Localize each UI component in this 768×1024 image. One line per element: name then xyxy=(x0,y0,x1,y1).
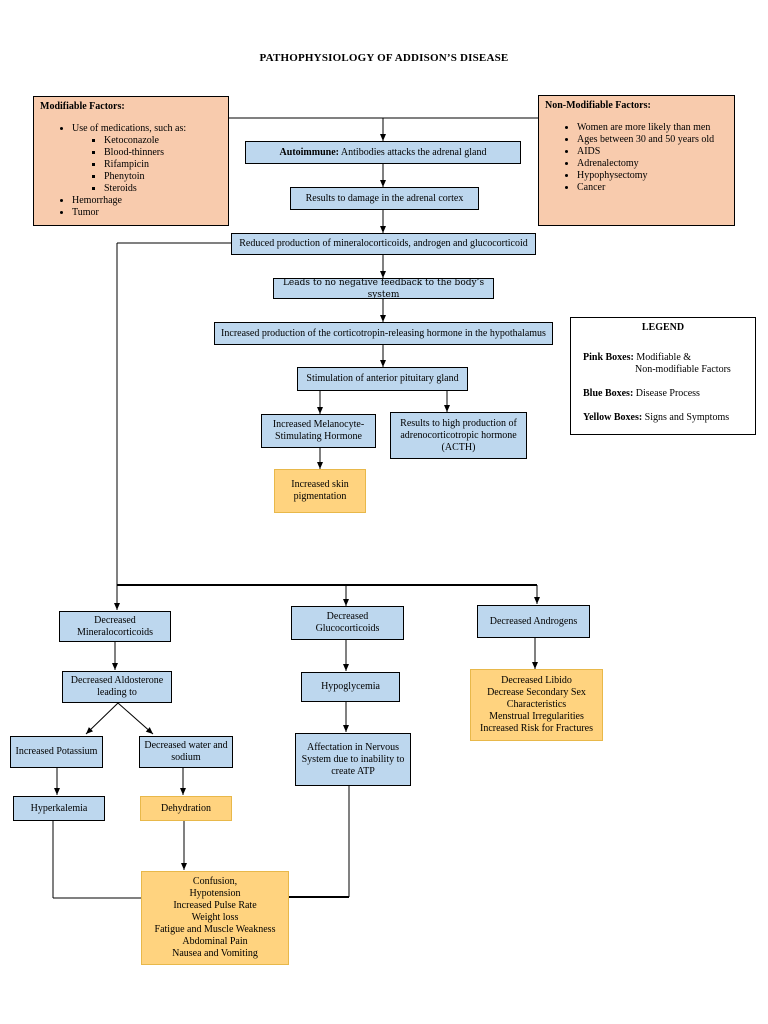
list-item: Rifampicin xyxy=(104,159,222,171)
modifiable-factors-box: Modifiable Factors: Use of medications, … xyxy=(33,96,229,226)
non-modifiable-factors-box: Non-Modifiable Factors: Women are more l… xyxy=(538,95,735,226)
androgen-effects-box: Decreased Libido Decrease Secondary Sex … xyxy=(470,669,603,741)
increased-potassium-box: Increased Potassium xyxy=(10,736,103,768)
msh-box: Increased Melanocyte-Stimulating Hormone xyxy=(261,414,376,448)
acth-box: Results to high production of adrenocort… xyxy=(390,412,527,459)
list-item: AIDS xyxy=(577,146,728,158)
modifiable-factors-list: Use of medications, such as: Ketoconazol… xyxy=(40,123,222,219)
list-item: Blood-thinners xyxy=(104,147,222,159)
decreased-mineralocorticoids-box: Decreased Mineralocorticoids xyxy=(59,611,171,642)
legend-title: LEGEND xyxy=(641,322,685,333)
legend-blue: Blue Boxes: Disease Process xyxy=(583,388,700,399)
list-item: Nausea and Vomiting xyxy=(172,948,258,959)
list-item: Decrease Secondary Sex Characteristics xyxy=(487,687,586,710)
list-item: Hemorrhage xyxy=(72,195,222,207)
list-item: Hypophysectomy xyxy=(577,170,728,182)
decreased-water-sodium-box: Decreased water and sodium xyxy=(139,736,233,768)
list-item: Increased Risk for Fractures xyxy=(479,723,593,734)
autoimmune-box: Autoimmune: Antibodies attacks the adren… xyxy=(245,141,521,164)
decreased-glucocorticoids-box: Decreased Glucocorticoids xyxy=(291,606,404,640)
list-item: Weight loss xyxy=(191,912,239,923)
list-item: Confusion, xyxy=(192,876,238,887)
dehydration-box: Dehydration xyxy=(140,796,232,821)
nervous-system-box: Affectation in Nervous System due to ina… xyxy=(295,733,411,786)
list-item: Fatigue and Muscle Weakness xyxy=(154,924,276,935)
list-item: Ages between 30 and 50 years old xyxy=(577,134,728,146)
list-item: Women are more likely than men xyxy=(577,122,728,134)
decreased-androgens-box: Decreased Androgens xyxy=(477,605,590,638)
list-item: Tumor xyxy=(72,207,222,219)
list-item: Hypotension xyxy=(189,888,241,899)
list-item: Decreased Libido xyxy=(501,675,572,686)
medications-list: Ketoconazole Blood-thinners Rifampicin P… xyxy=(72,135,222,195)
non-modifiable-factors-heading: Non-Modifiable Factors: xyxy=(545,100,651,111)
legend-yellow: Yellow Boxes: Signs and Symptoms xyxy=(583,412,730,423)
modifiable-factors-heading: Modifiable Factors: xyxy=(40,101,125,112)
list-item: Ketoconazole xyxy=(104,135,222,147)
reduced-production-box: Reduced production of mineralocorticoids… xyxy=(231,233,536,255)
skin-pigmentation-box: Increased skin pigmentation xyxy=(274,469,366,513)
hyperkalemia-box: Hyperkalemia xyxy=(13,796,105,821)
symptoms-box: Confusion, Hypotension Increased Pulse R… xyxy=(141,871,289,965)
decreased-aldosterone-box: Decreased Aldosterone leading to xyxy=(62,671,172,703)
list-item: Use of medications, such as: Ketoconazol… xyxy=(72,123,222,195)
list-item: Abdominal Pain xyxy=(182,936,248,947)
hypoglycemia-box: Hypoglycemia xyxy=(301,672,400,702)
pituitary-box: Stimulation of anterior pituitary gland xyxy=(297,367,468,391)
page-title: PATHOPHYSIOLOGY OF ADDISON’S DISEASE xyxy=(259,52,509,64)
list-item: Adrenalectomy xyxy=(577,158,728,170)
list-item: Menstrual Irregularities xyxy=(489,711,584,722)
list-item: Steroids xyxy=(104,183,222,195)
no-negative-feedback-box: Leads to no negative feedback to the bod… xyxy=(273,278,494,300)
legend: LEGEND Pink Boxes: Modifiable & Non-modi… xyxy=(570,317,756,435)
legend-pink: Pink Boxes: Modifiable & Non-modifiable … xyxy=(583,352,731,375)
crh-box: Increased production of the corticotropi… xyxy=(214,322,553,345)
list-item: Increased Pulse Rate xyxy=(173,900,257,911)
non-modifiable-factors-list: Women are more likely than men Ages betw… xyxy=(545,122,728,194)
list-item: Phenytoin xyxy=(104,171,222,183)
list-item: Cancer xyxy=(577,182,728,194)
adrenal-damage-box: Results to damage in the adrenal cortex xyxy=(290,187,479,210)
